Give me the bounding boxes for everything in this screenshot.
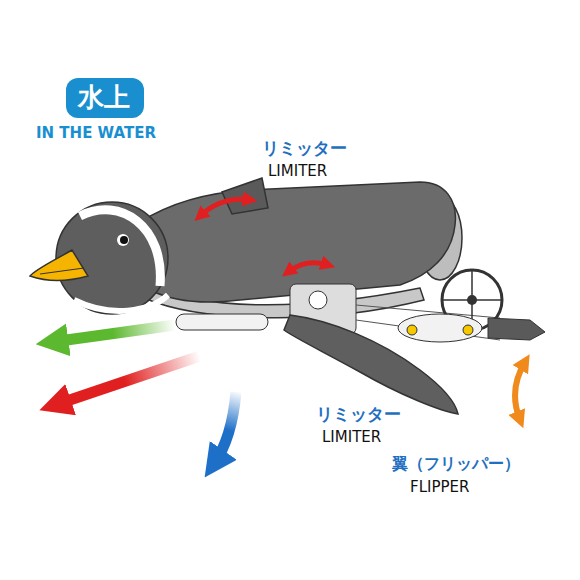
part-label: 翼（フリッパー）	[392, 454, 520, 473]
front-tube	[176, 314, 268, 330]
rear-fin	[488, 318, 545, 340]
pupil	[120, 236, 128, 244]
badge-text: 水上	[78, 83, 132, 113]
neck-stripe	[74, 295, 168, 311]
pod	[398, 314, 482, 342]
dive-arrow	[55, 356, 200, 405]
flipper	[284, 315, 458, 414]
motor-figure	[309, 291, 327, 309]
head-stripe	[80, 210, 160, 286]
beak-line	[40, 268, 84, 274]
part-label: LIMITER	[322, 428, 381, 446]
part-label: IN THE WATER	[36, 124, 156, 142]
part-label: リミッター	[316, 404, 401, 424]
part-label: FLIPPER	[410, 478, 469, 496]
limiter-arrow	[200, 199, 250, 216]
limiter-arrow	[288, 263, 328, 272]
yellow-dot	[407, 325, 417, 335]
forward-arrow	[52, 325, 175, 342]
eye	[117, 234, 129, 246]
back-flap	[222, 178, 268, 214]
part-label: リミッター	[262, 138, 347, 158]
down-arrow	[214, 392, 236, 464]
title-badge: 水上	[66, 78, 144, 118]
part-label: LIMITER	[268, 162, 327, 180]
flap-arrow	[515, 362, 525, 420]
beak	[30, 250, 88, 281]
yellow-dot	[463, 325, 473, 335]
